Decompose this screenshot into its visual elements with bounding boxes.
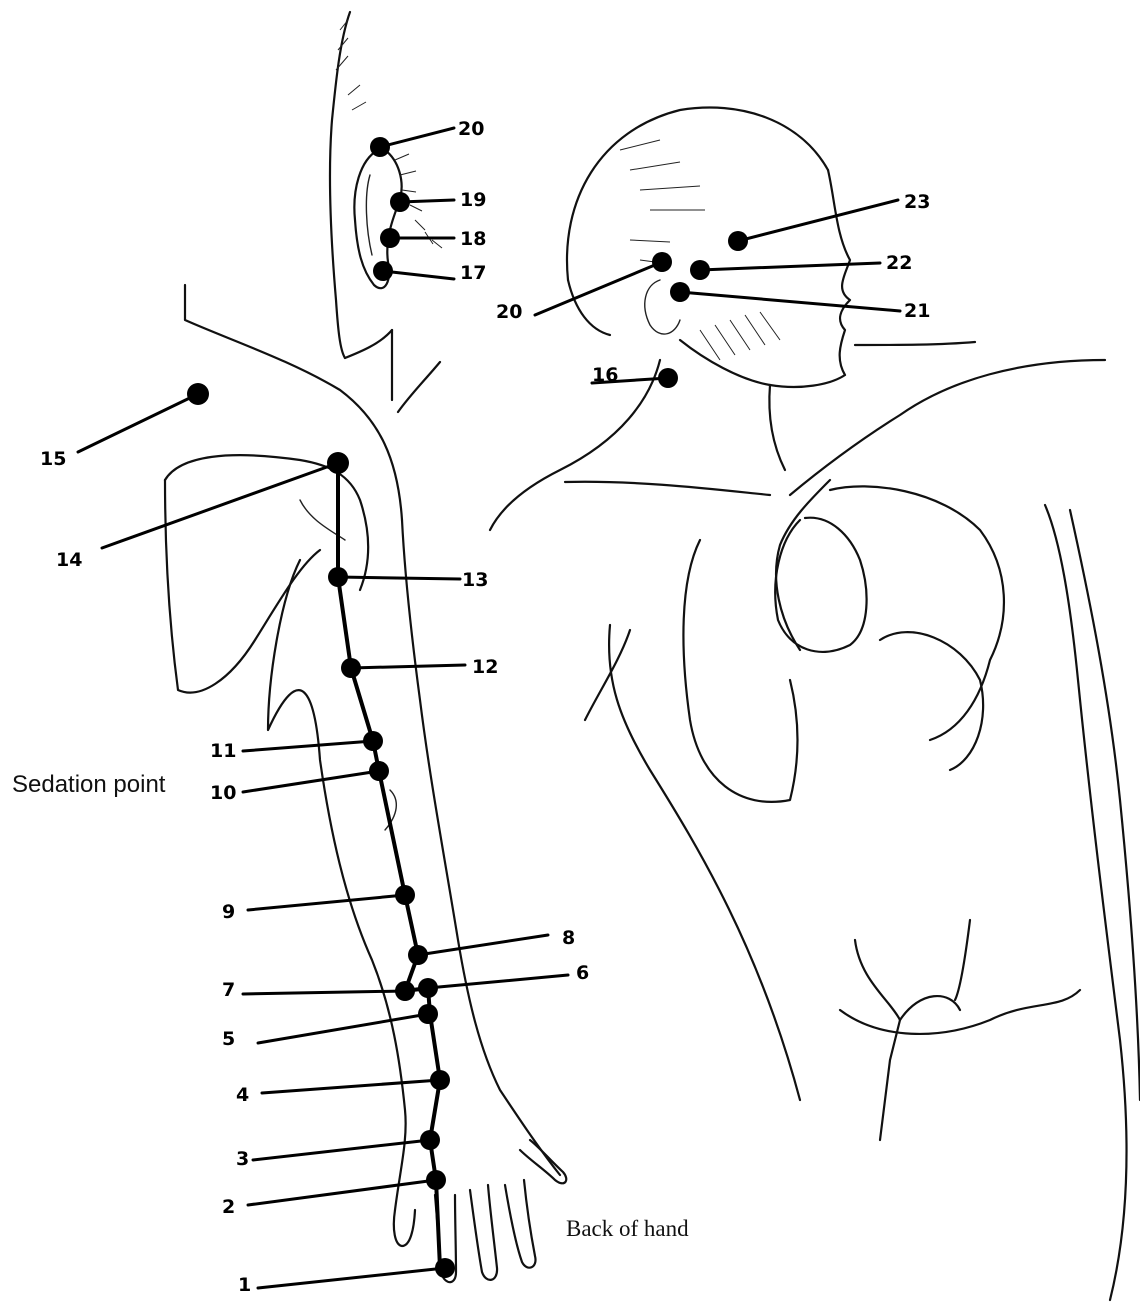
label-5: 5: [222, 1028, 235, 1050]
label-14: 14: [56, 549, 82, 571]
ear-point-17: [373, 261, 393, 281]
point-10: [369, 761, 389, 781]
label-8: 8: [562, 927, 575, 949]
torso-drawing: [490, 108, 1140, 1301]
point-3: [420, 1130, 440, 1150]
head-point-22: [690, 260, 710, 280]
point-5: [418, 1004, 438, 1024]
label-2: 2: [222, 1196, 235, 1218]
head-label-16: 16: [592, 364, 618, 386]
point-7: [395, 981, 415, 1001]
point-8: [408, 945, 428, 965]
label-3: 3: [236, 1148, 249, 1170]
head-label-21: 21: [904, 300, 930, 322]
ear-label-18: 18: [460, 228, 486, 250]
ear-point-20: [370, 137, 390, 157]
ear-label-19: 19: [460, 189, 486, 211]
label-6: 6: [576, 962, 589, 984]
ear-point-19: [390, 192, 410, 212]
point-6: [418, 978, 438, 998]
head-label-23: 23: [904, 191, 930, 213]
label-11: 11: [210, 740, 236, 762]
label-10: 10: [210, 782, 236, 804]
label-4: 4: [236, 1084, 249, 1106]
head-point-20: [652, 252, 672, 272]
point-labels: 1 2 3 4 5 6 7 8 9 10 11 12 13 14 15 20 1…: [40, 118, 930, 1296]
point-13: [328, 567, 348, 587]
points: [187, 137, 748, 1278]
label-13: 13: [462, 569, 488, 591]
point-11: [363, 731, 383, 751]
back-of-hand-caption: Back of hand: [566, 1216, 689, 1242]
ear-drawing: [330, 12, 442, 412]
ear-label-20: 20: [458, 118, 484, 140]
head-point-21: [670, 282, 690, 302]
label-15: 15: [40, 448, 66, 470]
label-1: 1: [238, 1274, 251, 1296]
ear-label-17: 17: [460, 262, 486, 284]
leader-lines: [78, 128, 900, 1288]
label-12: 12: [472, 656, 498, 678]
point-12: [341, 658, 361, 678]
sedation-point-caption: Sedation point: [12, 771, 165, 799]
head-label-20: 20: [496, 301, 522, 323]
point-14: [327, 452, 349, 474]
ear-point-18: [380, 228, 400, 248]
point-9: [395, 885, 415, 905]
point-1: [435, 1258, 455, 1278]
label-9: 9: [222, 901, 235, 923]
head-label-22: 22: [886, 252, 912, 274]
point-2: [426, 1170, 446, 1190]
point-4: [430, 1070, 450, 1090]
head-point-23: [728, 231, 748, 251]
head-point-16: [658, 368, 678, 388]
point-15: [187, 383, 209, 405]
label-7: 7: [222, 979, 235, 1001]
